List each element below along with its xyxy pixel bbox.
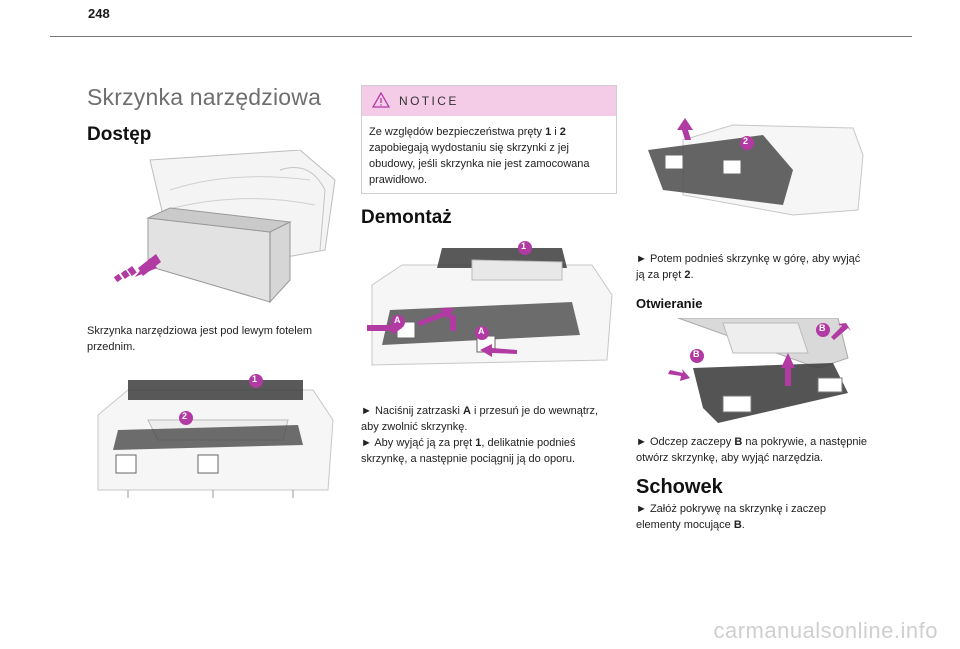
- watermark: carmanualsonline.info: [713, 618, 938, 643]
- opening-text-line: otwórz skrzynkę, aby wyjąć narzędzia.: [636, 452, 824, 464]
- notice-line: zapobiegają wydostaniu się skrzynki z je…: [369, 142, 569, 154]
- notice-header: NOTICE: [362, 86, 616, 116]
- toolbox-rods-illustration: 1 2: [88, 370, 338, 505]
- notice-box: NOTICE Ze względów bezpieczeństwa pręty …: [361, 85, 617, 194]
- opening-text-line: ► Odczep zaczepy B na pokrywie, a następ…: [636, 436, 868, 448]
- marker-2: 2: [743, 136, 749, 146]
- warning-icon: [372, 92, 390, 108]
- removal-steps: ► Naciśnij zatrzaski A i przesuń je do w…: [361, 403, 621, 467]
- notice-title: NOTICE: [399, 94, 459, 108]
- opening-text: ► Odczep zaczepy B na pokrywie, a następ…: [636, 434, 906, 466]
- removal-step-2b: skrzynkę, a następnie pociągnij ją do op…: [361, 453, 576, 465]
- lift-step-line: ► Potem podnieś skrzynkę w górę, aby wyj…: [636, 253, 861, 265]
- notice-line: prawidłowo.: [369, 174, 428, 186]
- access-text-line: Skrzynka narzędziowa jest pod lewym fote…: [87, 325, 312, 337]
- notice-text: Ze względów bezpieczeństwa pręty 1 i 2 z…: [369, 124, 611, 188]
- access-heading: Dostęp: [87, 124, 152, 145]
- storage-text-line: ► Załóż pokrywę na skrzynkę i zaczep: [636, 503, 827, 515]
- header-divider: [50, 36, 912, 37]
- lift-step: ► Potem podnieś skrzynkę w górę, aby wyj…: [636, 251, 906, 283]
- storage-text: ► Załóż pokrywę na skrzynkę i zaczep ele…: [636, 501, 906, 533]
- seat-illustration: [110, 150, 350, 305]
- notice-line: obudowy, jeśli skrzynka nie jest zamocow…: [369, 158, 590, 170]
- access-text: Skrzynka narzędziowa jest pod lewym fote…: [87, 323, 347, 355]
- marker-a-right: A: [478, 326, 485, 336]
- marker-1: 1: [521, 241, 527, 251]
- marker-b-right: B: [819, 323, 826, 333]
- marker-a-left: A: [394, 315, 401, 325]
- storage-text-line: elementy mocujące B.: [636, 519, 745, 531]
- removal-step-1b: aby zwolnić skrzynkę.: [361, 421, 468, 433]
- access-text-line: przednim.: [87, 341, 136, 353]
- notice-line: Ze względów bezpieczeństwa pręty 1 i 2: [369, 126, 566, 138]
- open-lid-illustration: B B: [648, 318, 860, 428]
- marker-b-left: B: [693, 349, 700, 359]
- removal-step-1: ► Naciśnij zatrzaski A i przesuń je do w…: [361, 405, 599, 417]
- marker-1: 1: [252, 374, 258, 384]
- section-title: Skrzynka narzędziowa: [87, 84, 322, 110]
- storage-heading: Schowek: [636, 476, 723, 498]
- removal-step-2: ► Aby wyjąć ją za pręt 1, delikatnie pod…: [361, 437, 576, 449]
- marker-2: 2: [182, 411, 188, 421]
- opening-heading: Otwieranie: [636, 296, 703, 311]
- removal-heading: Demontaż: [361, 207, 452, 228]
- page-number: 248: [88, 6, 110, 21]
- lift-step-line: ją za pręt 2.: [636, 269, 694, 281]
- latches-illustration: A A 1: [362, 240, 617, 380]
- lift-box-illustration: 2: [643, 110, 868, 220]
